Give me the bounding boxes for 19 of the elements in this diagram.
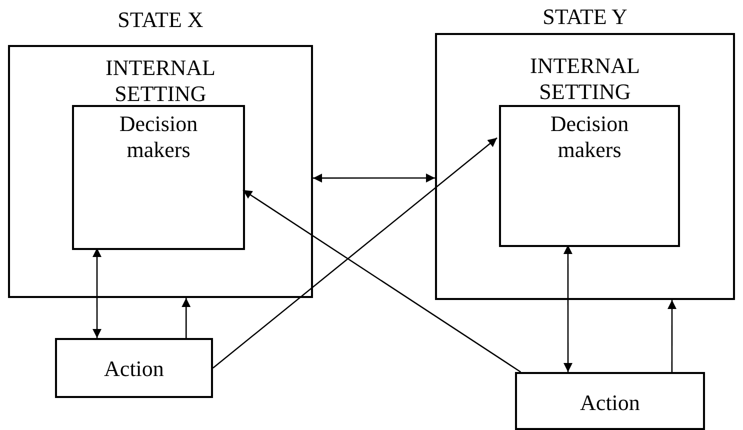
box-label: INTERNAL SETTING [104,55,216,107]
state-heading: STATE Y [542,4,628,30]
arrow [563,245,572,372]
box-label: Action [104,356,164,382]
box-label: Action [580,390,640,416]
box [72,105,245,250]
box-label: INTERNAL SETTING [529,53,641,105]
state-heading: STATE X [116,7,204,33]
box [55,338,213,398]
arrow [242,189,522,373]
arrow [182,298,191,338]
arrow [92,248,102,338]
box [499,105,680,247]
arrow [212,137,498,368]
box [515,372,705,430]
box-label: Decision makers [118,111,199,163]
box-label: Decision makers [549,111,630,163]
arrow [668,300,676,372]
arrow [313,174,435,183]
